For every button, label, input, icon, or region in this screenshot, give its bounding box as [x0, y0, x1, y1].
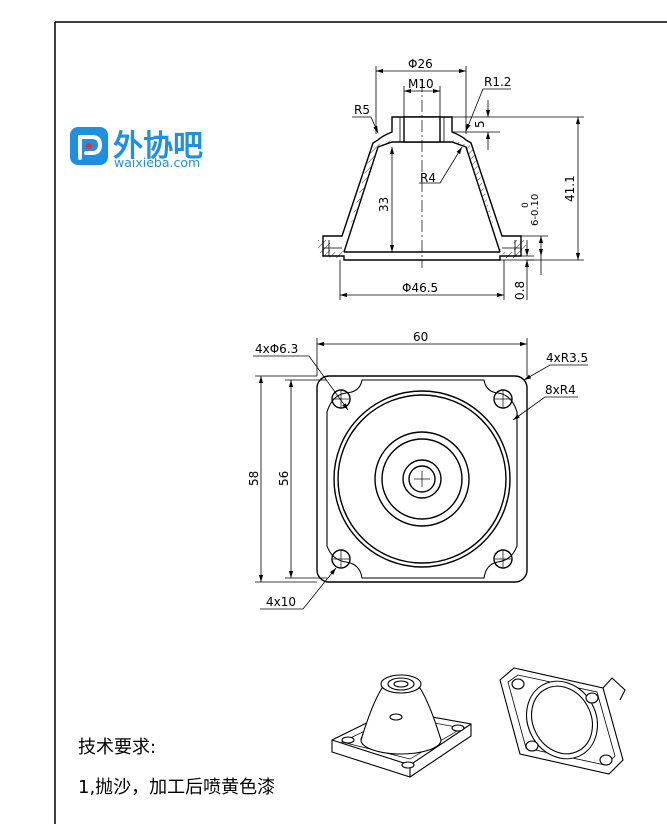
- top-outline: [316, 375, 528, 583]
- p-logo-icon: [70, 127, 108, 165]
- side-dimensions: [339, 66, 584, 300]
- dim-slots: 4x10: [266, 595, 296, 609]
- dim-fillets: 8xR4: [545, 383, 576, 397]
- dim-dia-base: Φ46.5: [402, 281, 438, 295]
- dim-height-outer: 58: [247, 471, 261, 486]
- dim-tolerance-upper: 0: [521, 202, 531, 208]
- notes-item-1: 1,抛沙，加工后喷黄色漆: [78, 777, 275, 798]
- dim-radius-top: R1.2: [484, 75, 511, 89]
- dim-flange: 0.8: [513, 281, 527, 300]
- top-dimensions: [253, 338, 588, 610]
- dim-height-total: 41.1: [563, 175, 577, 202]
- logo-name: 外协吧: [113, 129, 203, 164]
- dim-depth: 5: [473, 120, 487, 128]
- dim-tolerance-lower: 6-0.10: [530, 194, 541, 226]
- dim-holes: 4xΦ6.3: [255, 342, 298, 356]
- iso-view-front: [331, 674, 472, 778]
- drawing-frame: [54, 21, 667, 824]
- site-logo: 外协吧 waixieba.com: [70, 127, 203, 170]
- dim-dia-top: Φ26: [408, 57, 433, 71]
- notes-title: 技术要求:: [78, 737, 156, 758]
- side-view: Φ26 M10 R1.2 R5 5 R4 33 0 6-0.10 41.1 Φ4…: [318, 57, 584, 300]
- dim-height-inner: 56: [277, 471, 291, 486]
- dim-height-inner: 33: [377, 197, 391, 212]
- technical-notes: 技术要求: 1,抛沙，加工后喷黄色漆: [78, 737, 275, 798]
- dim-width: 60: [413, 330, 428, 344]
- dim-corner-radius: 4xR3.5: [546, 351, 588, 365]
- dim-thread: M10: [408, 77, 434, 91]
- top-dimension-labels: 60 4xΦ6.3 4xR3.5 8xR4 58 56 4x10: [247, 330, 588, 609]
- top-view: 60 4xΦ6.3 4xR3.5 8xR4 58 56 4x10: [247, 330, 588, 610]
- dim-radius-inner: R4: [420, 171, 436, 185]
- side-dimension-labels: Φ26 M10 R1.2 R5 5 R4 33 0 6-0.10 41.1 Φ4…: [354, 57, 577, 300]
- top-center-marks: [333, 391, 511, 567]
- logo-url: waixieba.com: [114, 155, 200, 170]
- dim-radius-left: R5: [354, 103, 370, 117]
- iso-view-back: [499, 667, 626, 775]
